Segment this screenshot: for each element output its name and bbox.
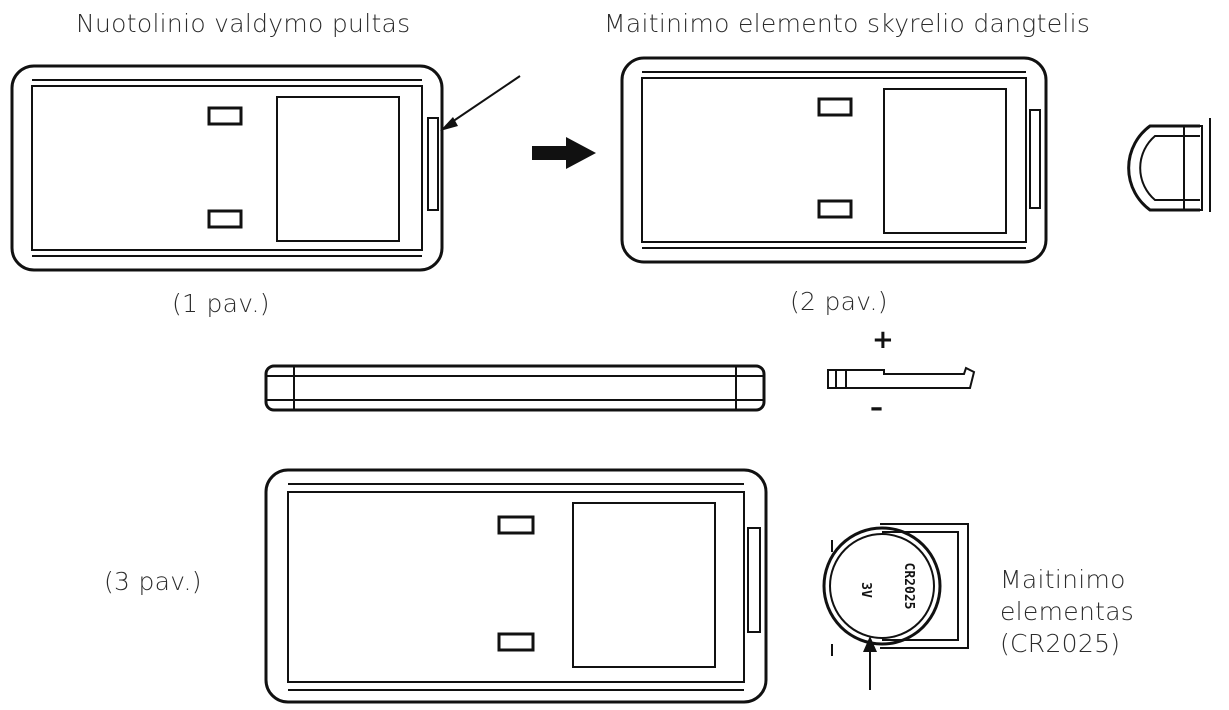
remote-control-fig2: [620, 56, 1048, 264]
battery-print-voltage: 3V: [858, 582, 873, 598]
battery-print-model: CR2025: [901, 563, 916, 610]
remote-control-fig1: [10, 64, 521, 272]
remote-title: Nuotolinio valdymo pultas: [76, 9, 411, 38]
figure-2-caption: (2 pav.): [790, 287, 888, 316]
pointer-arrow-icon: [445, 75, 521, 127]
button-slot-bottom: [207, 209, 243, 229]
battery-tray-side-view: [827, 366, 976, 389]
figure-1-caption: (1 pav.): [172, 289, 270, 318]
figure-3-caption: (3 pav.): [104, 567, 202, 596]
minus-sign: –: [870, 393, 884, 423]
battery-in-tray: CR2025 3V: [822, 523, 969, 690]
plus-sign: +: [872, 325, 895, 355]
pointer-arrow-head-icon: [863, 636, 877, 652]
coin-battery: [822, 526, 942, 646]
remote-control-fig3: [264, 468, 768, 704]
battery-label-line3: (CR2025): [1000, 629, 1121, 658]
remote-side-view: [264, 364, 766, 412]
battery-tray-edge: [427, 117, 439, 211]
display-window: [276, 96, 400, 242]
button-slot-top: [207, 106, 243, 126]
cover-title: Maitinimo elemento skyrelio dangtelis: [604, 9, 1091, 38]
battery-label-line2: elementas: [1000, 597, 1135, 626]
right-arrow-icon: [532, 137, 596, 169]
battery-label-line1: Maitinimo: [1000, 565, 1126, 594]
battery-cover-clip: [1127, 118, 1211, 212]
pointer-arrow-head-icon: [440, 117, 458, 131]
